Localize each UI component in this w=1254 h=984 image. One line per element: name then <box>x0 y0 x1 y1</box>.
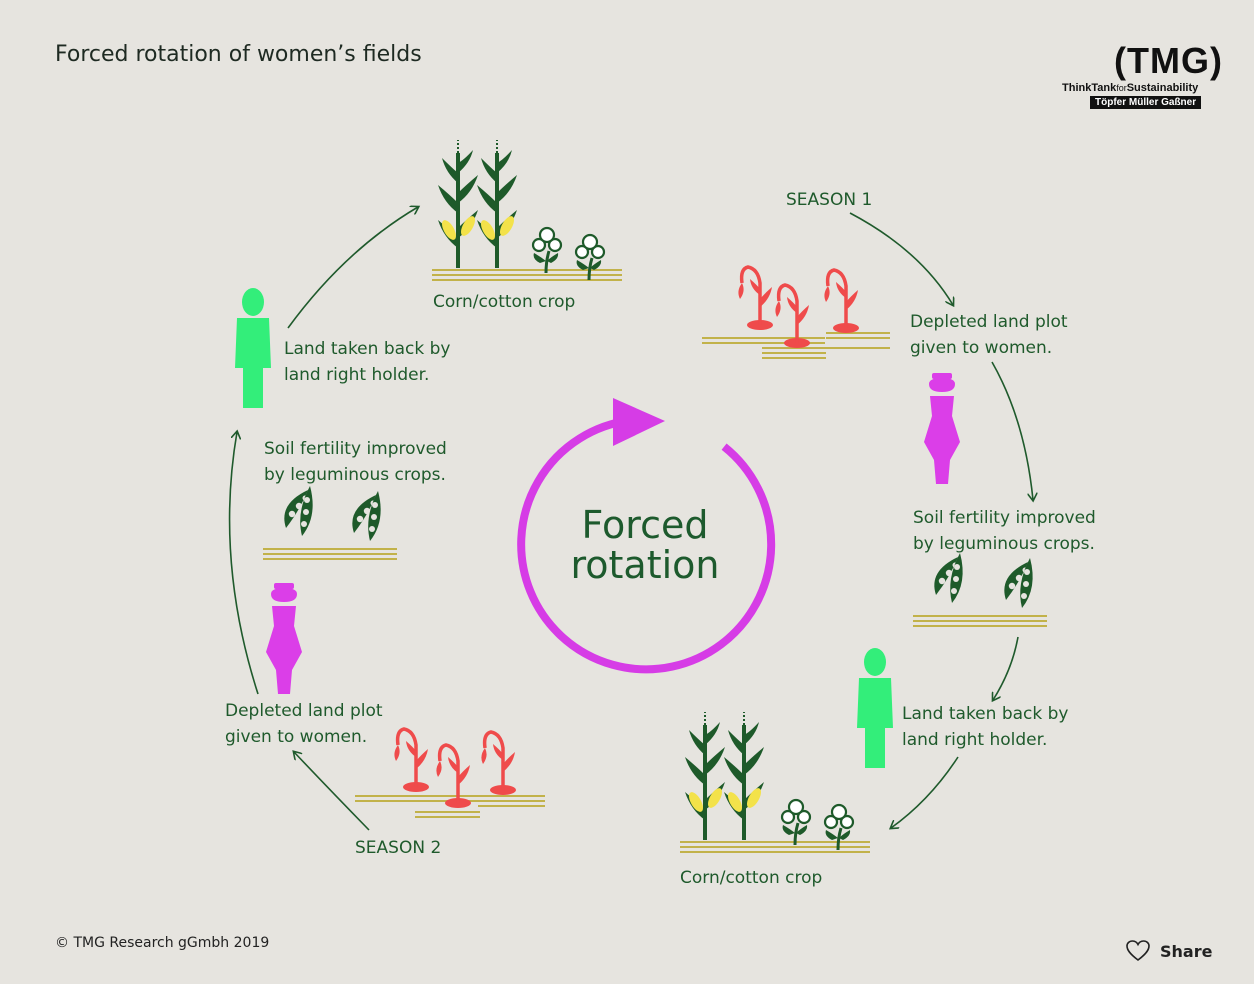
season-2-label: SEASON 2 <box>355 838 442 858</box>
depleted-left-line1: Depleted land plot <box>225 701 383 721</box>
corn-plant-icon <box>722 710 766 842</box>
landback-right-line1: Land taken back by <box>902 704 1069 724</box>
man-icon <box>235 288 271 408</box>
depleted-plant-icon <box>434 743 473 810</box>
bean-pod-icon <box>352 491 381 541</box>
cotton-plant-icon <box>574 233 606 282</box>
bean-field-left <box>263 486 397 560</box>
tmg-logo: (TMG) ThinkTankforSustainability Töpfer … <box>1060 40 1222 115</box>
arrow-soil-to-landback <box>993 636 1019 700</box>
share-button[interactable]: Share <box>1126 940 1212 962</box>
landback-right-line2: land right holder. <box>902 730 1048 750</box>
depleted-right-line1: Depleted land plot <box>910 312 1068 332</box>
cotton-plant-icon <box>780 798 812 847</box>
logo-tag-b: for <box>1116 83 1127 93</box>
depleted-plant-icon <box>736 265 775 332</box>
soil-left-line2: by leguminous crops. <box>264 465 446 485</box>
center-title: Forced rotation <box>520 505 770 585</box>
center-loop-arrow <box>517 416 776 674</box>
woman-icon <box>266 583 302 694</box>
corn-plant-icon <box>436 138 480 270</box>
heart-icon[interactable] <box>1126 940 1150 962</box>
depleted-plant-icon <box>822 268 861 335</box>
cotton-plant-icon <box>531 226 563 275</box>
arrow-season2-to-depleted <box>294 752 370 831</box>
soil-right-line1: Soil fertility improved <box>913 508 1096 528</box>
corn-cotton-field-top <box>431 138 623 282</box>
depleted-left-line2: given to women. <box>225 727 368 747</box>
woman-icon <box>924 373 960 484</box>
bean-field-right <box>913 553 1047 627</box>
landback-left-line2: land right holder. <box>284 365 430 385</box>
arrow-landback-to-corn <box>891 756 959 828</box>
soil-right-line2: by leguminous crops. <box>913 534 1095 554</box>
logo-tagline: ThinkTankforSustainability <box>1062 82 1198 94</box>
arrow-depleted-to-landback <box>228 432 259 695</box>
corn-cotton-label-top: Corn/cotton crop <box>433 292 576 312</box>
depleted-field-left <box>355 727 545 818</box>
depleted-field-right <box>702 265 890 359</box>
share-label[interactable]: Share <box>1160 941 1213 961</box>
center-loop-arrowhead <box>613 398 665 446</box>
soil-left-line1: Soil fertility improved <box>264 439 447 459</box>
logo-tag-a: ThinkTank <box>1062 82 1117 94</box>
center-title-line2: rotation <box>570 543 720 587</box>
arrow-season1-to-depleted <box>849 212 953 305</box>
depleted-plant-icon <box>392 727 431 794</box>
cotton-plant-icon <box>823 803 855 852</box>
center-title-line1: Forced <box>581 503 709 547</box>
corn-plant-icon <box>683 710 727 842</box>
page-title: Forced rotation of women’s fields <box>55 42 422 67</box>
season-1-label: SEASON 1 <box>786 190 873 210</box>
corn-plant-icon <box>475 138 519 270</box>
bean-pod-icon <box>284 486 313 536</box>
man-icon <box>857 648 893 768</box>
logo-mark: (TMG) <box>1114 40 1223 81</box>
corn-cotton-field-bottom <box>679 710 871 853</box>
logo-names: Töpfer Müller Gaßner <box>1090 96 1202 109</box>
bean-pod-icon <box>934 553 963 603</box>
corn-cotton-label-bottom: Corn/cotton crop <box>680 868 823 888</box>
bean-pod-icon <box>1004 558 1033 608</box>
depleted-right-line2: given to women. <box>910 338 1053 358</box>
landback-left-line1: Land taken back by <box>284 339 451 359</box>
depleted-plant-icon <box>479 730 518 797</box>
arrow-depleted-to-soil <box>991 361 1033 500</box>
arrow-landback-to-corn-top <box>287 207 418 329</box>
copyright: © TMG Research gGmbh 2019 <box>55 935 270 951</box>
logo-tag-c: Sustainability <box>1126 82 1199 94</box>
